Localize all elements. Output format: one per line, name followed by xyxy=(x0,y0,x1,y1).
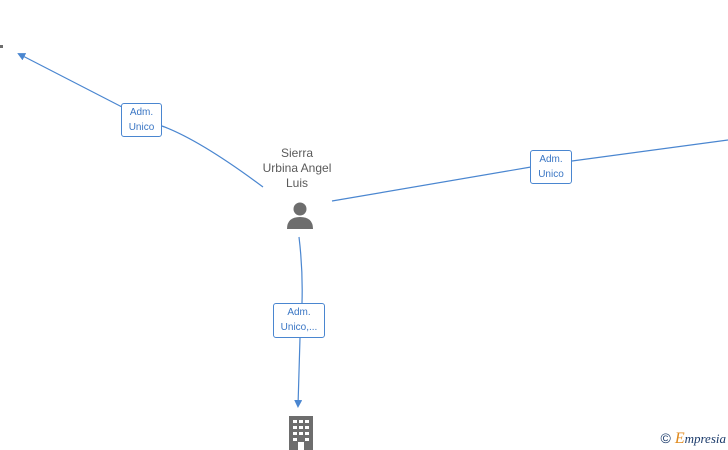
edge-label-bottom[interactable]: Adm. Unico,... xyxy=(273,303,325,338)
person-node-name[interactable]: Sierra Urbina Angel Luis xyxy=(252,146,342,191)
edge-label-line: Adm. xyxy=(287,307,311,318)
edge-bottom xyxy=(298,236,302,406)
edge-label-right[interactable]: Adm. Unico xyxy=(530,150,572,184)
brand-logo-text: mpresia xyxy=(684,431,726,446)
person-name-line: Sierra xyxy=(280,146,313,160)
copyright-symbol: © xyxy=(660,430,671,446)
person-icon[interactable] xyxy=(285,200,315,230)
edge-top-left xyxy=(19,54,264,188)
edge-label-line: Unico,... xyxy=(280,322,318,333)
edge-label-line: Unico xyxy=(538,169,564,180)
person-name-line: Luis xyxy=(285,176,308,190)
building-icon[interactable] xyxy=(285,414,317,450)
edge-label-line: Adm. xyxy=(539,154,563,165)
edge-label-line: Adm. xyxy=(129,107,154,118)
brand-logo-initial: E xyxy=(674,430,685,447)
edge-label-line: Unico xyxy=(128,122,155,133)
brand-watermark: ©Empresia xyxy=(660,430,726,448)
edge-right xyxy=(331,139,728,202)
person-name-line: Urbina Angel xyxy=(262,161,332,175)
edge-label-top-left[interactable]: Adm. Unico xyxy=(121,103,162,137)
offscreen-node-fragment xyxy=(0,45,3,48)
